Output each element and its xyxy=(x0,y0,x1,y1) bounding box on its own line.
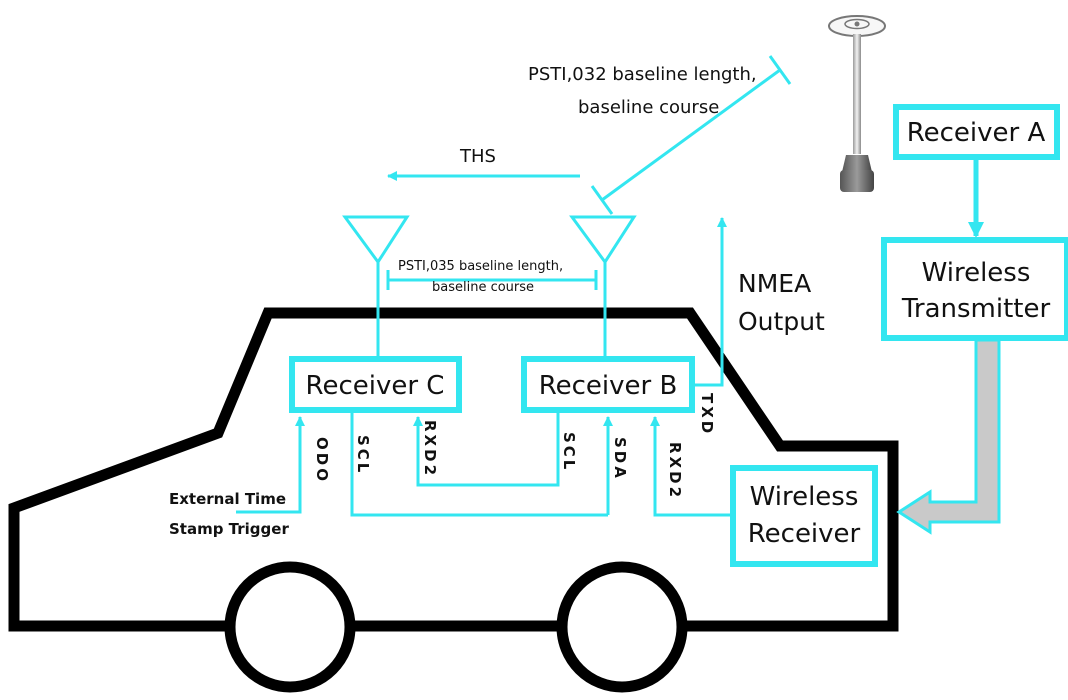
psti032-label-line1: PSTI,032 baseline length, xyxy=(528,64,757,85)
antenna-b-icon xyxy=(569,215,637,358)
receiver-c-label: Receiver C xyxy=(306,371,445,401)
receiver-b-label: Receiver B xyxy=(539,371,678,401)
pin-scl-b-label: SCL xyxy=(560,432,578,472)
baseline-032-line xyxy=(590,55,792,215)
pin-rxd2-c-label: RXD2 xyxy=(421,420,439,478)
ths-label: THS xyxy=(459,146,496,167)
wireless-transmitter-box xyxy=(881,237,1068,341)
wireless-transmitter-label-line1: Wireless xyxy=(922,258,1031,288)
psti035-label-line2: baseline course xyxy=(432,280,534,295)
front-wheel xyxy=(556,561,688,693)
pin-txd-b-label: TXD xyxy=(698,393,716,436)
psti035-label-line1: PSTI,035 baseline length, xyxy=(398,259,563,274)
wireless-receiver-box xyxy=(730,465,878,567)
pin-odo-label: ODO xyxy=(313,437,331,484)
wireless-link-pipe xyxy=(896,338,1001,535)
antenna-c-icon xyxy=(342,215,410,358)
pin-sda-b-label: SDA xyxy=(611,437,629,481)
external-trigger-label-line2: Stamp Trigger xyxy=(169,520,289,538)
wireless-receiver-label-line1: Wireless xyxy=(750,482,859,512)
wireless-transmitter-label-line2: Transmitter xyxy=(901,294,1051,324)
pin-rxd2-b-label: RXD2 xyxy=(666,442,684,500)
receiver-a-label: Receiver A xyxy=(907,118,1046,148)
receiver-c-box xyxy=(289,356,462,413)
wireless-receiver-label-line2: Receiver xyxy=(748,519,861,549)
i2c-bus-lines xyxy=(350,413,613,517)
receiver-b-box xyxy=(521,356,695,413)
nmea-label-line2: Output xyxy=(738,307,825,336)
nmea-label-line1: NMEA xyxy=(738,269,811,298)
odo-trigger-line xyxy=(236,416,305,514)
rxd2-b-line xyxy=(650,416,730,517)
psti032-label-line2: baseline course xyxy=(578,97,719,118)
baseline-035-bracket xyxy=(386,270,598,290)
rear-wheel xyxy=(224,561,356,693)
external-trigger-label-line1: External Time xyxy=(169,490,286,508)
pin-scl-c-label: SCL xyxy=(354,435,372,475)
car-body-outline xyxy=(8,307,899,632)
receiver-a-box xyxy=(893,104,1060,160)
rxd2-c-line xyxy=(413,413,560,487)
gnss-antenna-pole-icon xyxy=(828,15,886,192)
nmea-output-line xyxy=(695,217,727,387)
